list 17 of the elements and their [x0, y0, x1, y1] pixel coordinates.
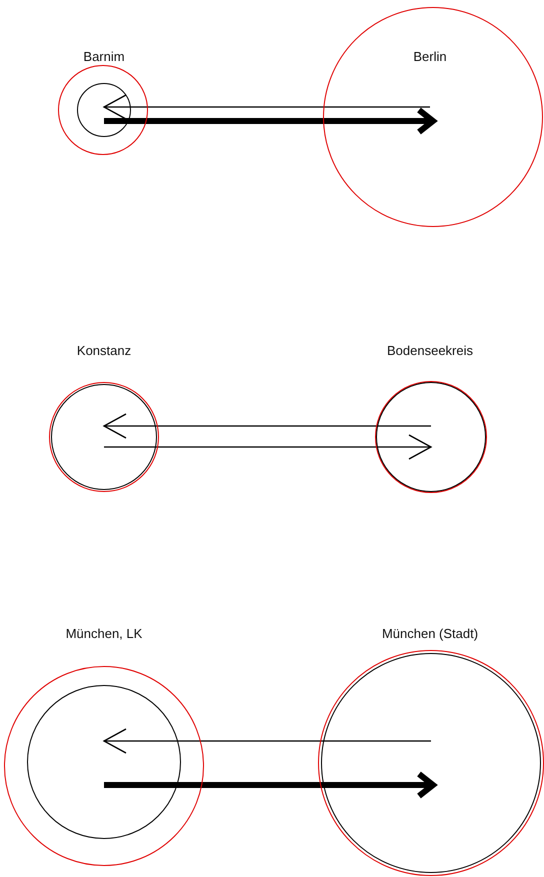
region-circle — [26, 684, 180, 838]
arrow — [103, 94, 430, 120]
region-label: Berlin — [413, 49, 447, 64]
region-circle — [323, 7, 543, 227]
region-label: Bodenseekreis — [387, 343, 473, 358]
arrow — [103, 728, 431, 754]
region-label: München (Stadt) — [382, 626, 478, 641]
region-label: Konstanz — [76, 343, 132, 358]
region-label: München, LK — [66, 626, 142, 641]
region-circle — [58, 65, 148, 155]
arrow — [104, 434, 432, 460]
arrow — [103, 413, 431, 439]
region-label: Barnim — [83, 49, 125, 64]
region-circle — [4, 666, 204, 866]
arrow — [104, 107, 436, 135]
region-circle — [76, 82, 130, 136]
arrow — [104, 771, 436, 799]
